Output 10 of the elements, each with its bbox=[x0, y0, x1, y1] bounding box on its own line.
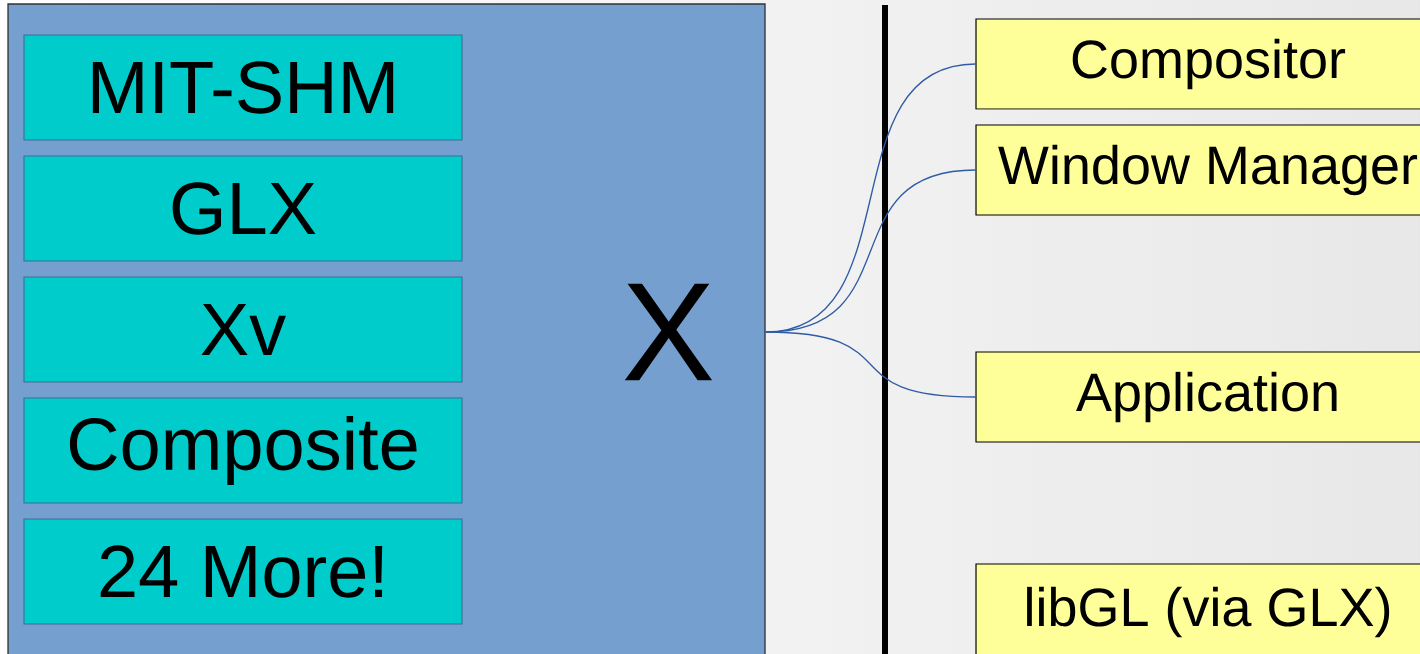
extension-box: MIT-SHM bbox=[23, 34, 463, 141]
extension-box: Xv bbox=[23, 276, 463, 383]
client-box: Application bbox=[975, 351, 1420, 443]
client-box: libGL (via GLX) bbox=[975, 563, 1420, 654]
connector bbox=[765, 331, 977, 398]
client-box: Compositor bbox=[975, 18, 1420, 110]
extension-box: GLX bbox=[23, 155, 463, 262]
client-box: Window Manager bbox=[975, 124, 1420, 216]
extension-box: 24 More! bbox=[23, 518, 463, 625]
extension-box: Composite bbox=[23, 397, 463, 504]
